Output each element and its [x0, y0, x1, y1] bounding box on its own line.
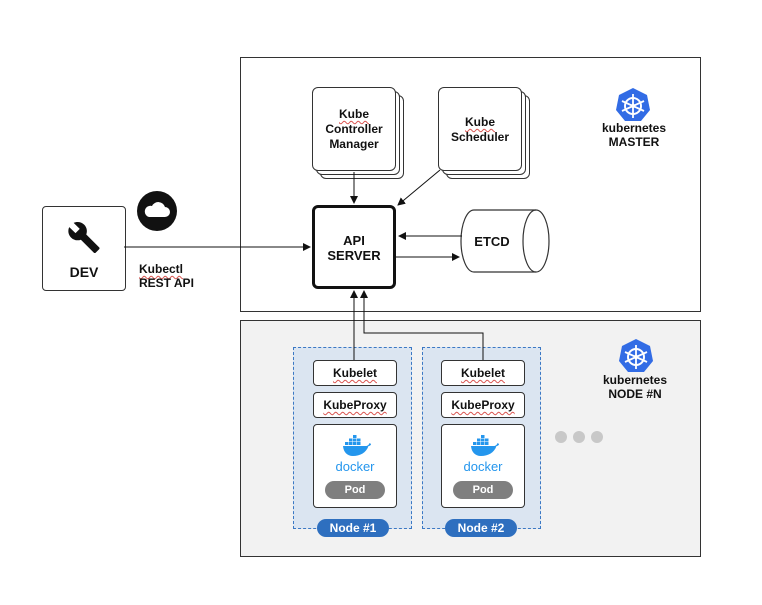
node-1-kubelet: Kubelet — [313, 360, 397, 386]
node-brand-line1: kubernetes — [602, 373, 668, 387]
dev-label: DEV — [69, 264, 99, 280]
node-2-kubelet: Kubelet — [441, 360, 525, 386]
scheduler-card: Kube Scheduler — [438, 87, 522, 171]
node-2-tag: Node #2 — [445, 519, 517, 537]
master-brand-line1: kubernetes — [601, 121, 667, 135]
kubectl-label: Kubectl REST API — [139, 262, 194, 290]
node-1-kubeproxy: KubeProxy — [313, 392, 397, 418]
docker-whale-icon — [343, 435, 371, 456]
kubernetes-logo-icon — [619, 339, 653, 372]
node-1-kubelet-label: Kubelet — [332, 366, 377, 380]
api-server-line2: SERVER — [327, 248, 381, 263]
more-nodes-dot — [555, 431, 567, 443]
node-1-tag: Node #1 — [317, 519, 389, 537]
node-2-pod: Pod — [453, 481, 513, 499]
kubectl-line2: REST API — [139, 276, 194, 290]
controller-manager-line3: Manager — [329, 137, 379, 151]
etcd-label: ETCD — [474, 234, 510, 249]
node-2-docker-label: docker — [463, 459, 503, 474]
node-2-kubeproxy-label: KubeProxy — [451, 398, 515, 412]
node-1-pod: Pod — [325, 481, 385, 499]
more-nodes-dot — [591, 431, 603, 443]
controller-manager-line2: Controller — [325, 122, 383, 136]
wrench-icon — [68, 221, 100, 254]
api-server-line1: API — [343, 233, 365, 248]
node-2-docker-card: docker Pod — [441, 424, 525, 508]
node-1-docker-card: docker Pod — [313, 424, 397, 508]
node-2-kubelet-label: Kubelet — [460, 366, 505, 380]
cloud-icon — [137, 191, 177, 231]
master-brand-line2: MASTER — [608, 135, 660, 149]
controller-manager-card: Kube Controller Manager — [312, 87, 396, 171]
node-2-kubeproxy: KubeProxy — [441, 392, 525, 418]
more-nodes-dot — [573, 431, 585, 443]
node-1-docker-label: docker — [335, 459, 375, 474]
scheduler-line2: Scheduler — [450, 130, 510, 144]
api-server-box: API SERVER — [312, 205, 396, 289]
kubectl-line1: Kubectl — [139, 262, 184, 276]
docker-whale-icon — [471, 435, 499, 456]
node-brand-line2: NODE #N — [608, 387, 662, 401]
kubernetes-logo-icon — [616, 88, 650, 121]
controller-manager-line1: Kube — [339, 107, 369, 121]
dev-box: DEV — [42, 206, 126, 291]
scheduler-line1: Kube — [465, 115, 495, 129]
node-1-kubeproxy-label: KubeProxy — [323, 398, 387, 412]
etcd-cylinder — [460, 209, 550, 273]
